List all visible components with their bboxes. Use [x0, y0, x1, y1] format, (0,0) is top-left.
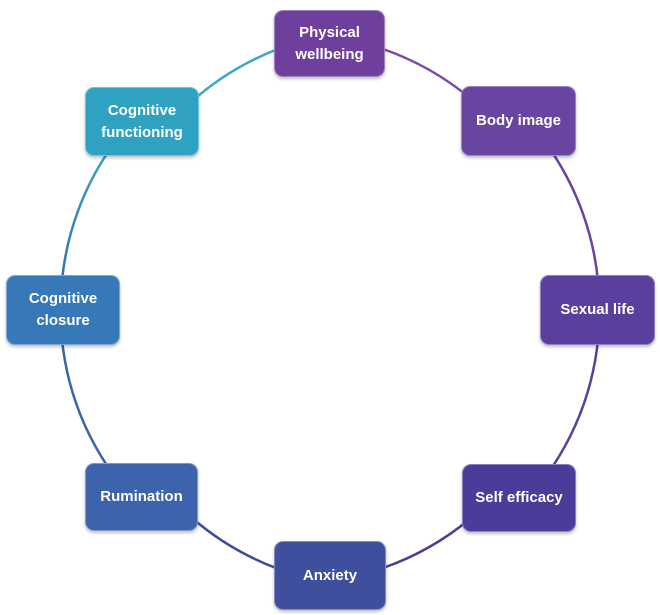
ring-arc-bodyimage-sexuallife — [550, 150, 600, 283]
node-cognitive-functioning: Cognitive functioning — [85, 87, 199, 156]
node-rumination: Rumination — [85, 463, 198, 531]
ring-arc-rumination-closure — [60, 338, 110, 469]
ring-arc-functioning-physical — [188, 47, 280, 105]
ring-arc-physical-bodyimage — [381, 47, 472, 100]
ring-arc-closure-functioning — [60, 150, 110, 282]
ring-arc-anxiety-rumination — [190, 516, 278, 570]
node-body-image: Body image — [461, 86, 576, 156]
node-sexual-life: Sexual life — [540, 275, 655, 345]
ring-arc-sexuallife-selfefficacy — [551, 338, 600, 468]
node-self-efficacy: Self efficacy — [462, 464, 576, 532]
ring-arc-selfefficacy-anxiety — [381, 516, 473, 570]
node-physical-wellbeing: Physical wellbeing — [274, 10, 385, 77]
node-cognitive-closure: Cognitive closure — [6, 275, 120, 345]
node-anxiety: Anxiety — [274, 541, 386, 610]
